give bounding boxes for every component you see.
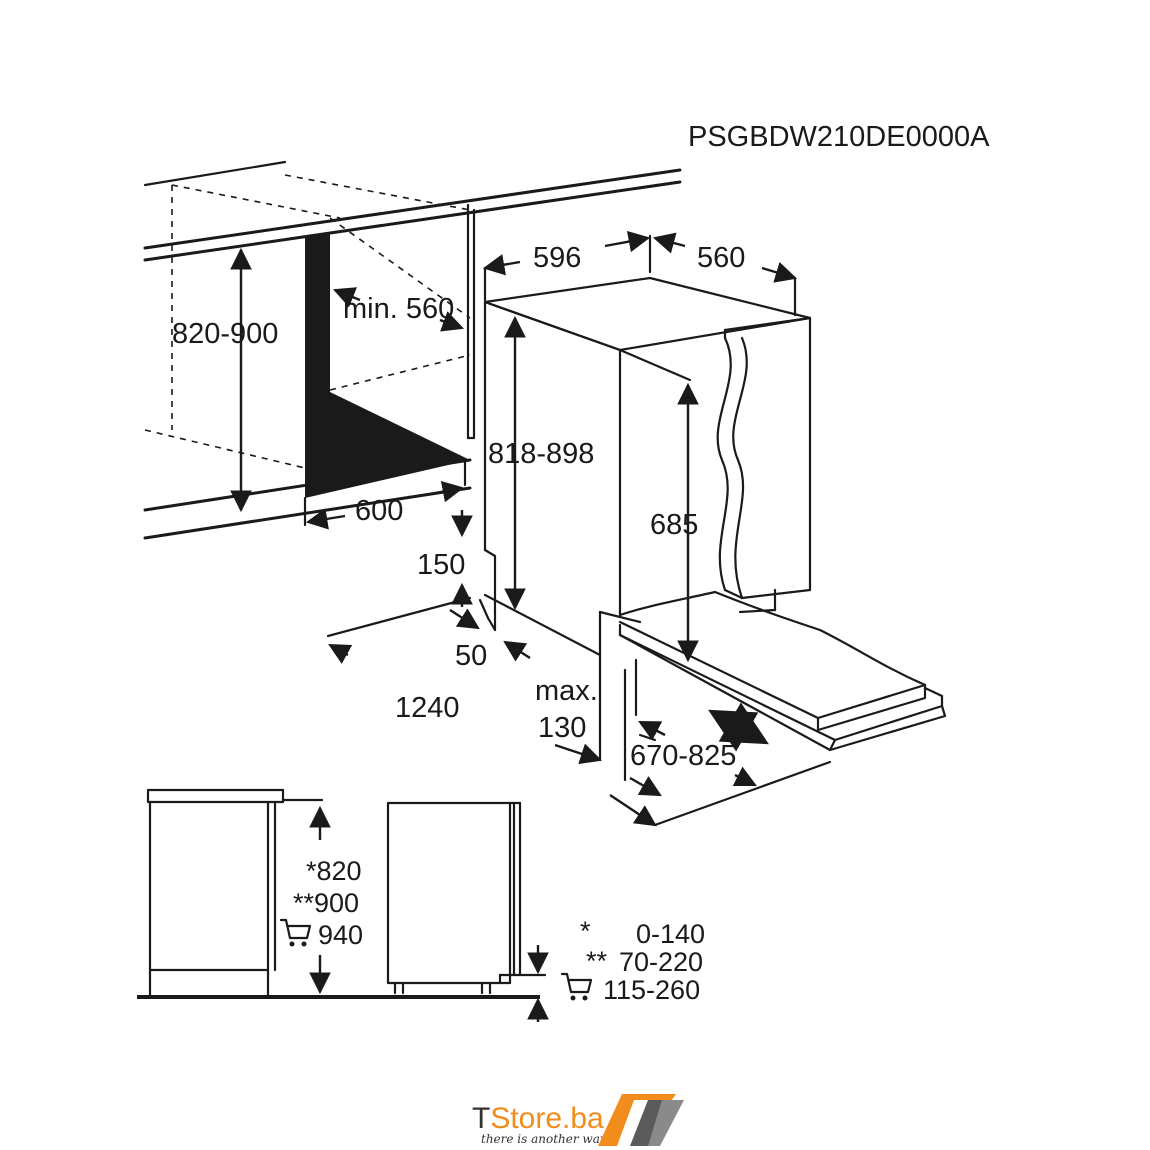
niche-height-label: 820-900 bbox=[172, 318, 278, 350]
door-travel-label: 670-825 bbox=[630, 740, 736, 772]
logo-tagline: there is another way bbox=[481, 1132, 607, 1146]
plinth-option-3: 115-260 bbox=[603, 975, 700, 1005]
plinth-option-1: 0-140 bbox=[636, 919, 705, 949]
height-option-1: *820 bbox=[306, 856, 362, 886]
height-option-3: 940 bbox=[318, 920, 363, 950]
plinth-height-label: 150 bbox=[417, 549, 465, 581]
niche-back-wall bbox=[305, 232, 470, 498]
shopping-cart-icon bbox=[560, 972, 593, 1001]
tstore-logo: TStore.ba there is another way bbox=[472, 1094, 684, 1146]
door-height-label: 685 bbox=[650, 509, 698, 541]
max-label: max. bbox=[535, 675, 598, 707]
depth-label: 560 bbox=[697, 242, 745, 274]
niche-width-label: 600 bbox=[355, 495, 403, 527]
svg-text:TStore.ba: TStore.ba bbox=[472, 1102, 604, 1135]
plinth-option-2: 70-220 bbox=[619, 947, 703, 977]
side-view-appliance bbox=[386, 801, 549, 1022]
kitchen-niche bbox=[143, 160, 682, 540]
height-option-2: **900 bbox=[293, 888, 359, 918]
max-value-label: 130 bbox=[538, 712, 586, 744]
plinth-depth-label: 50 bbox=[455, 640, 487, 672]
logo-prefix: T bbox=[472, 1102, 490, 1135]
shopping-cart-icon bbox=[279, 918, 312, 947]
model-code: PSGBDW210DE0000A bbox=[688, 121, 990, 153]
dishwasher-body bbox=[483, 276, 947, 762]
total-depth-label: 1240 bbox=[395, 692, 460, 724]
side-view-cabinet bbox=[137, 788, 540, 999]
appliance-height-label: 818-898 bbox=[488, 438, 594, 470]
plinth-mark-2: ** bbox=[586, 946, 608, 976]
floor-lines bbox=[478, 593, 832, 827]
niche-depth-label: min. 560 bbox=[343, 293, 454, 325]
appliance-dimension-arrows bbox=[326, 230, 798, 827]
logo-main: Store.ba bbox=[490, 1102, 604, 1135]
width-label: 596 bbox=[533, 242, 581, 274]
logo-stripes-icon bbox=[598, 1094, 684, 1146]
niche-dimension-arrows bbox=[230, 247, 465, 530]
plinth-mark-1: * bbox=[580, 916, 591, 946]
